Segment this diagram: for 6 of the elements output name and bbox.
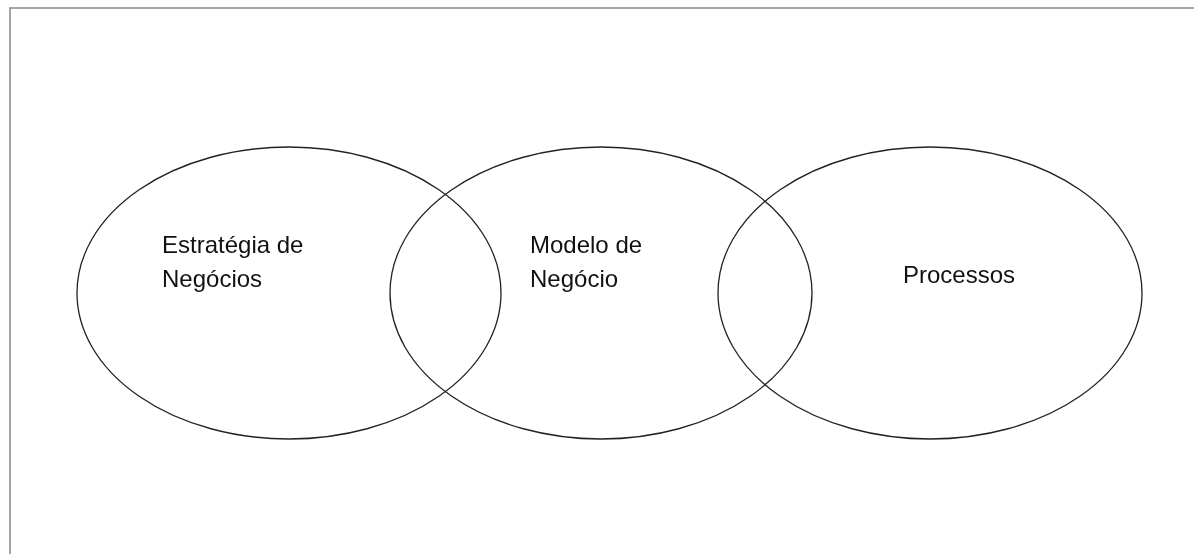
oval-label: Modelo de Negócio [530, 230, 644, 294]
oval-shape [717, 146, 1143, 440]
oval-label: Processos [903, 260, 1017, 290]
oval-label: Estratégia de Negócios [162, 230, 305, 294]
oval-shape [389, 146, 813, 440]
oval-shape [76, 146, 502, 440]
